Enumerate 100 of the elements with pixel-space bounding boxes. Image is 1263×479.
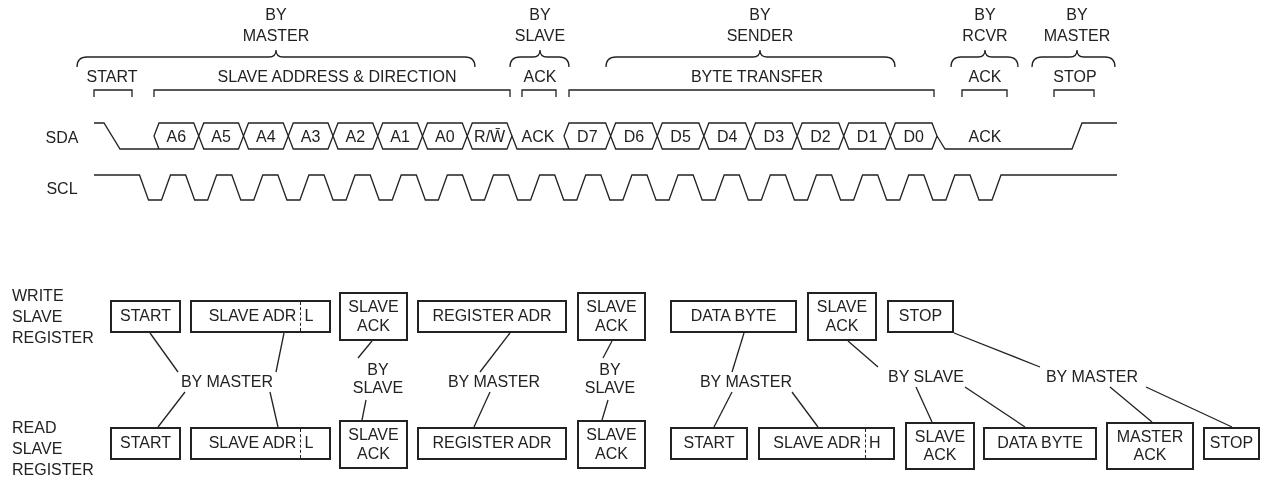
packet-field-box bbox=[1203, 427, 1260, 460]
field-label: START bbox=[682, 434, 736, 453]
role-label: BY MASTER bbox=[180, 372, 274, 392]
bit-label: D4 bbox=[716, 126, 738, 147]
bit-label: ACK bbox=[521, 126, 555, 147]
leader-line bbox=[149, 332, 179, 373]
packet-field-box bbox=[190, 427, 331, 460]
leader-line bbox=[1145, 386, 1233, 428]
role-label: BY SLAVE bbox=[352, 360, 404, 398]
role-label: BY SENDER bbox=[726, 5, 794, 46]
bit-label: D1 bbox=[856, 126, 878, 147]
signal-name: SDA bbox=[45, 127, 79, 148]
bit-label: D7 bbox=[577, 126, 598, 147]
phase-label: ACK bbox=[968, 66, 1002, 87]
leader-line bbox=[915, 386, 933, 423]
leader-line bbox=[357, 340, 373, 359]
bit-label: A1 bbox=[390, 126, 410, 147]
bit-label: A5 bbox=[211, 126, 231, 147]
role-label: BY SLAVE bbox=[514, 5, 566, 46]
leader-line bbox=[602, 340, 613, 359]
role-label: BY RCVR bbox=[962, 5, 1008, 46]
field-label: SLAVE ADR bbox=[772, 434, 863, 453]
field-label: SLAVE ADR bbox=[207, 434, 298, 453]
leader-line bbox=[157, 391, 186, 428]
field-label: STOP bbox=[897, 307, 944, 326]
packet-field-box bbox=[983, 427, 1097, 460]
leader-line bbox=[1109, 386, 1153, 423]
phase-label: SLAVE ADDRESS & DIRECTION bbox=[217, 66, 457, 87]
packet-field-box bbox=[339, 420, 408, 469]
packet-field-box bbox=[417, 427, 567, 460]
bit-label: A2 bbox=[345, 126, 366, 147]
bit-label: A3 bbox=[300, 126, 321, 147]
field-label: SLAVE ACK bbox=[585, 298, 638, 335]
packet-field-box bbox=[577, 292, 646, 341]
leader-line bbox=[791, 391, 819, 428]
packet-field-box bbox=[110, 300, 181, 333]
bit-label: ACK bbox=[968, 126, 1002, 147]
phase-label: BYTE TRANSFER bbox=[690, 66, 824, 87]
leader-line bbox=[847, 340, 879, 368]
phase-label: STOP bbox=[1053, 66, 1097, 87]
field-label: SLAVE ACK bbox=[913, 427, 967, 465]
role-label: BY MASTER bbox=[1043, 5, 1111, 46]
bit-label: D0 bbox=[903, 126, 924, 147]
sequence-label: WRITE SLAVE REGISTER bbox=[12, 285, 94, 348]
leader-line bbox=[731, 332, 745, 373]
bit-label: A6 bbox=[166, 126, 187, 147]
field-label: SLAVE ADR bbox=[207, 307, 298, 326]
field-label: REGISTER ADR bbox=[431, 307, 553, 326]
role-label: BY SLAVE bbox=[888, 367, 964, 387]
bit-label: D3 bbox=[763, 126, 785, 147]
role-label: BY MASTER bbox=[699, 372, 793, 392]
leader-line bbox=[275, 332, 285, 373]
packet-field-box bbox=[417, 300, 567, 333]
packet-field-box bbox=[887, 300, 954, 333]
field-label: START bbox=[119, 434, 172, 453]
field-label: H bbox=[865, 429, 884, 458]
packet-field-box bbox=[670, 300, 797, 333]
role-label: BY MASTER bbox=[447, 372, 541, 392]
bit-label: D6 bbox=[623, 126, 645, 147]
role-label: BY MASTER bbox=[1045, 367, 1139, 387]
bit-label: A0 bbox=[435, 126, 455, 147]
packet-field-box bbox=[670, 427, 748, 460]
packet-field-box bbox=[577, 420, 646, 469]
role-label: BY MASTER bbox=[242, 5, 310, 46]
packet-field-box bbox=[1106, 422, 1194, 470]
bit-label: A4 bbox=[256, 126, 276, 147]
packet-field-box bbox=[110, 427, 181, 460]
leader-line bbox=[473, 391, 491, 428]
packet-field-box bbox=[339, 292, 408, 341]
field-label: DATA BYTE bbox=[996, 434, 1084, 453]
bit-label: D2 bbox=[810, 126, 831, 147]
field-label: SLAVE ACK bbox=[585, 426, 638, 463]
leader-line bbox=[953, 332, 1041, 368]
field-label: REGISTER ADR bbox=[431, 434, 553, 453]
field-label: SLAVE ACK bbox=[347, 426, 400, 463]
field-label: DATA BYTE bbox=[689, 307, 778, 326]
field-label: L bbox=[300, 429, 317, 458]
packet-field-box bbox=[190, 300, 331, 333]
packet-field-box bbox=[905, 422, 975, 470]
field-label: START bbox=[119, 307, 172, 326]
leader-line bbox=[361, 399, 367, 421]
field-label: STOP bbox=[1208, 434, 1255, 453]
field-label: L bbox=[300, 302, 317, 331]
phase-label: START bbox=[86, 66, 138, 87]
leader-line bbox=[479, 332, 511, 373]
leader-line bbox=[713, 391, 733, 428]
packet-field-box bbox=[758, 427, 895, 460]
field-label: SLAVE ACK bbox=[815, 298, 869, 335]
leader-line bbox=[964, 386, 1026, 428]
bit-label: D5 bbox=[670, 126, 691, 147]
bit-label: R/W̄ bbox=[474, 126, 506, 147]
packet-field-box bbox=[807, 292, 877, 341]
leader-line bbox=[601, 399, 609, 421]
role-label: BY SLAVE bbox=[584, 360, 636, 398]
field-label: SLAVE ACK bbox=[347, 298, 400, 335]
phase-label: ACK bbox=[523, 66, 557, 87]
signal-name: SCL bbox=[46, 178, 78, 199]
leader-line bbox=[269, 391, 279, 428]
sequence-label: READ SLAVE REGISTER bbox=[12, 417, 94, 479]
field-label: MASTER ACK bbox=[1115, 427, 1185, 465]
